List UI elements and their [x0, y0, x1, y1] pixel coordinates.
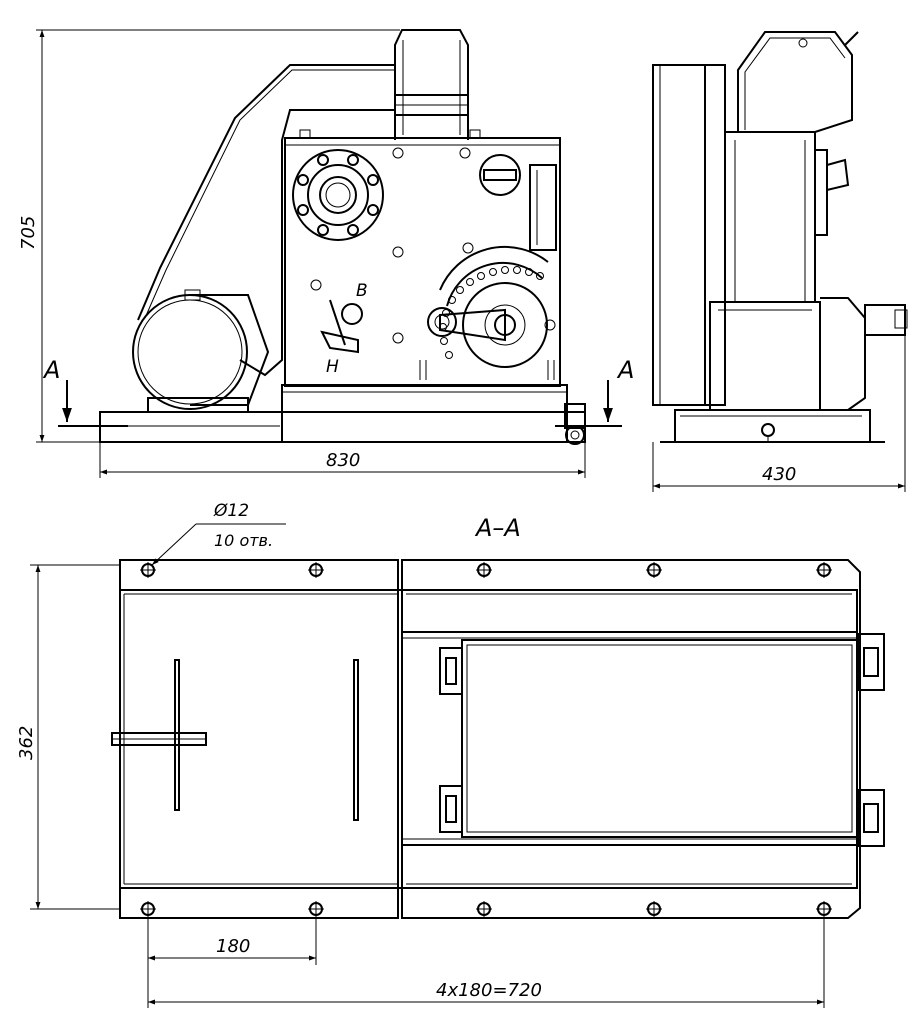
section-title: A–A [474, 514, 521, 542]
plan-width-dimension: 362 [16, 726, 37, 760]
hole-diameter-label: Ø12 [213, 501, 249, 521]
height-dimension: 705 [18, 216, 39, 250]
section-arrow-left-label: A [42, 356, 60, 384]
mounting-holes [141, 563, 831, 916]
length-dimension: 830 [326, 450, 360, 471]
hole-count-label: 10 отв. [214, 531, 273, 550]
side-view: 430 [652, 31, 908, 492]
section-arrow-right-label: A [616, 356, 634, 384]
front-view: B H A A 705 830 [18, 29, 634, 478]
lever-label-lower: H [326, 357, 339, 377]
width-dimension: 430 [762, 464, 796, 485]
plan-view: A–A [16, 501, 885, 1008]
lever-label-upper: B [356, 281, 368, 301]
hole-total-dimension: 4x180=720 [436, 980, 542, 1001]
hole-pitch-dimension: 180 [216, 936, 250, 957]
